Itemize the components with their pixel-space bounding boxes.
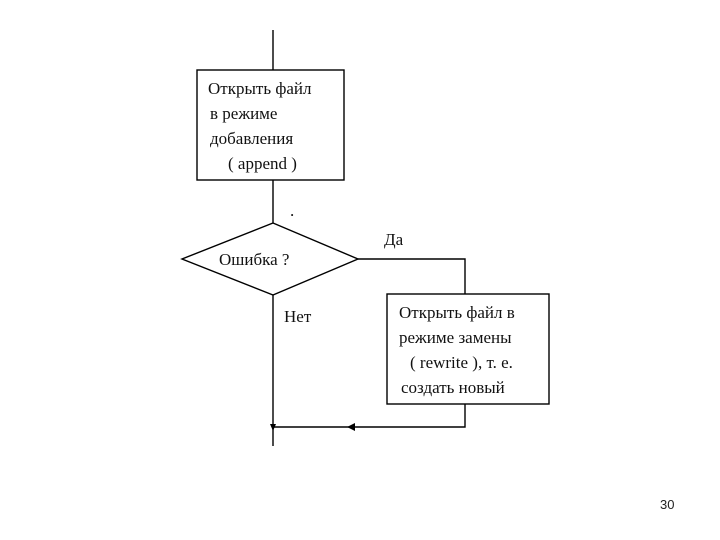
no-branch-label: Нет bbox=[284, 307, 312, 326]
page-number: 30 bbox=[660, 497, 674, 512]
rewrite-box-line-4: создать новый bbox=[401, 378, 505, 397]
dot-mark: . bbox=[290, 201, 294, 220]
append-box-line-2: в режиме bbox=[210, 104, 277, 123]
append-box-line-4: ( append ) bbox=[228, 154, 297, 173]
decision-label: Ошибка ? bbox=[219, 250, 289, 269]
rewrite-box-line-2: режиме замены bbox=[399, 328, 512, 347]
return-line bbox=[273, 404, 466, 428]
rewrite-box-line-3: ( rewrite ), т. е. bbox=[410, 353, 513, 372]
return-arrowhead bbox=[347, 423, 355, 431]
yes-branch-label: Да bbox=[384, 230, 404, 249]
rewrite-mode-box bbox=[386, 293, 550, 405]
error-decision-diamond bbox=[180, 222, 360, 296]
entry-arrowhead bbox=[270, 424, 276, 431]
append-box-line-1: Открыть файл bbox=[208, 79, 312, 98]
append-mode-box bbox=[196, 69, 345, 181]
rewrite-box-line-1: Открыть файл в bbox=[399, 303, 515, 322]
yes-branch-line bbox=[358, 258, 466, 294]
append-box-line-3: добавления bbox=[210, 129, 293, 148]
